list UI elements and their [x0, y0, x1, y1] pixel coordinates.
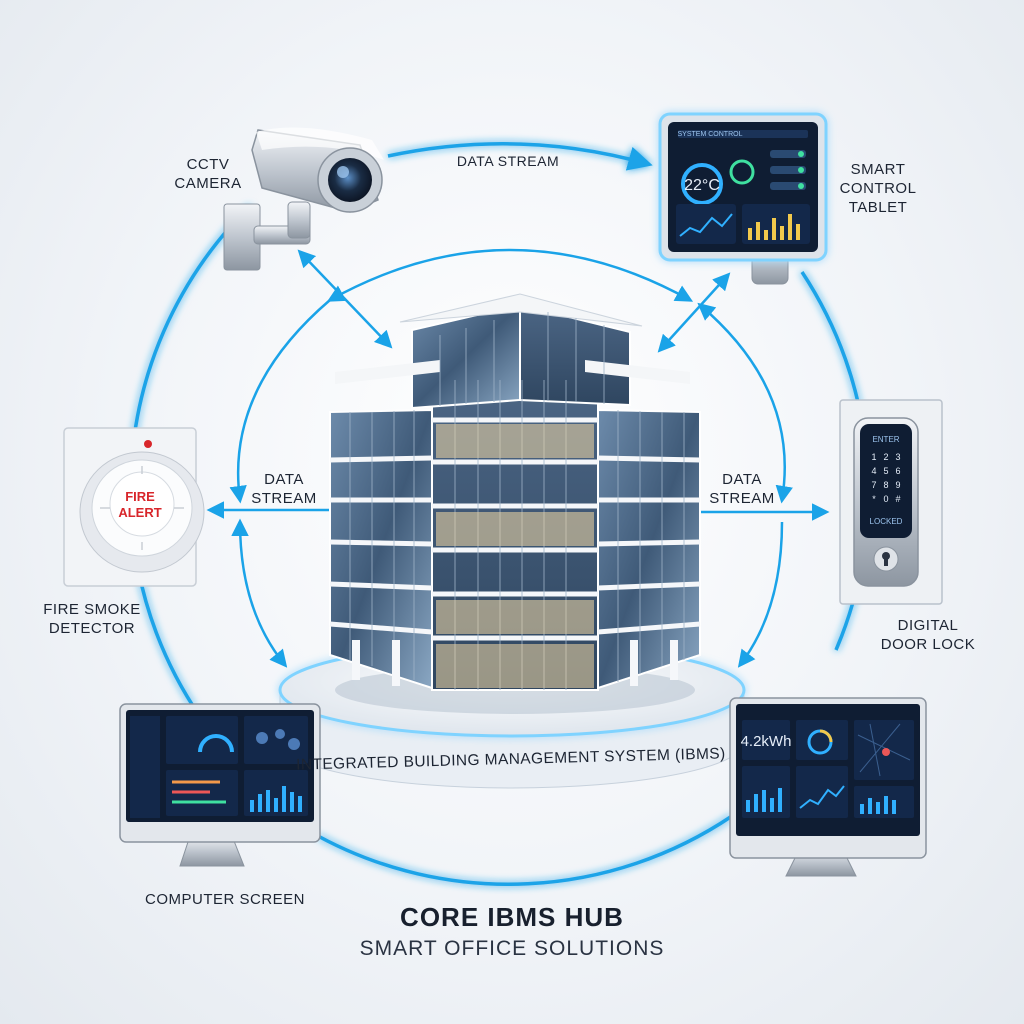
svg-text:6: 6 — [895, 466, 900, 476]
flow-arrow-top — [387, 142, 653, 171]
inner-ring — [206, 248, 830, 668]
inner-arc-lower-left — [231, 518, 288, 668]
inner-arc-lower-right — [737, 521, 784, 668]
cctv-label-line2: CAMERA — [174, 175, 242, 192]
svg-text:5: 5 — [883, 466, 888, 476]
lock-enter-text: ENTER — [872, 435, 899, 444]
tablet-label-line3: TABLET — [848, 199, 908, 216]
svg-text:8: 8 — [883, 480, 888, 490]
tablet-label: SMART CONTROL TABLET — [826, 160, 930, 217]
fire-label: FIRE SMOKE DETECTOR — [30, 600, 154, 638]
lock-label-line1: DIGITAL — [897, 617, 959, 634]
flow-label-right-line1: DATA — [722, 471, 762, 488]
page-title: CORE IBMS HUB — [400, 902, 624, 932]
svg-text:*: * — [872, 494, 876, 504]
cctv-label: CCTV CAMERA — [160, 155, 256, 193]
lock-label-line2: DOOR LOCK — [880, 636, 976, 653]
flow-label-right: DATA STREAM — [702, 470, 782, 508]
cctv-camera-icon — [223, 127, 384, 271]
desktop-monitor-icon — [119, 703, 321, 867]
svg-text:3: 3 — [895, 452, 900, 462]
tablet-temp: 22°C — [684, 177, 720, 194]
tablet-label-line1: SMART — [850, 161, 906, 178]
svg-text:#: # — [895, 494, 900, 504]
tablet-screen-title: SYSTEM CONTROL — [678, 131, 743, 138]
tablet-label-line2: CONTROL — [839, 180, 917, 197]
smoke-detector-icon — [63, 427, 205, 587]
flow-label-left-line2: STREAM — [251, 490, 317, 507]
fire-label-line1: FIRE SMOKE — [43, 601, 141, 618]
svg-text:4: 4 — [871, 466, 876, 476]
ring-arc-bottom — [317, 814, 733, 886]
desktop-monitor-icon-right — [729, 697, 927, 877]
cctv-label-line1: CCTV — [186, 156, 230, 173]
flow-label-top: DATA STREAM — [457, 153, 559, 169]
flow-label-left: DATA STREAM — [244, 470, 324, 508]
connector-cctv — [297, 249, 393, 349]
fire-alert-line2: ALERT — [118, 505, 161, 520]
page-subtitle: SMART OFFICE SOLUTIONS — [359, 937, 665, 960]
connector-tablet — [657, 272, 731, 353]
computer-label: COMPUTER SCREEN — [130, 890, 320, 909]
lock-status-text: LOCKED — [870, 517, 903, 526]
lock-label: DIGITAL DOOR LOCK — [860, 616, 996, 654]
office-building-icon — [329, 293, 701, 714]
fire-alert-line1: FIRE — [125, 489, 155, 504]
fire-label-line2: DETECTOR — [48, 620, 136, 637]
svg-text:9: 9 — [895, 480, 900, 490]
computer-label-line1: COMPUTER SCREEN — [144, 891, 305, 908]
inner-arc-top — [326, 248, 694, 302]
svg-text:1: 1 — [871, 452, 876, 462]
control-tablet-icon — [658, 112, 828, 285]
svg-text:0: 0 — [883, 494, 888, 504]
monitor-energy-readout: 4.2kWh — [741, 733, 792, 750]
flow-label-right-line2: STREAM — [709, 490, 775, 507]
flow-label-left-line1: DATA — [264, 471, 304, 488]
svg-text:7: 7 — [871, 480, 876, 490]
svg-text:2: 2 — [883, 452, 888, 462]
